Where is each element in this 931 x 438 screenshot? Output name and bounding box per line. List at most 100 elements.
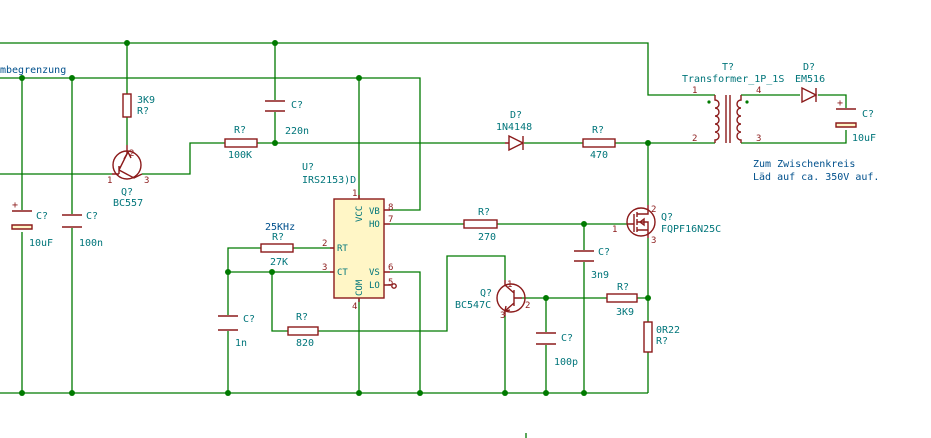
junction-dot bbox=[581, 390, 587, 396]
junction-dot bbox=[543, 390, 549, 396]
junction-dot bbox=[269, 269, 275, 275]
part-value: FQPF16N25C bbox=[661, 224, 721, 235]
ic-pin-number: 3 bbox=[322, 263, 327, 273]
ic-pin-vcc: VCC bbox=[355, 206, 365, 222]
part-value: 3K9 bbox=[137, 95, 155, 106]
part-ref: C? bbox=[243, 314, 255, 325]
part-value: 10uF bbox=[852, 133, 876, 144]
pin-number: 3 bbox=[651, 236, 656, 246]
junction-dot bbox=[225, 269, 231, 275]
diode-1n4148: D? 1N4148 bbox=[496, 110, 532, 152]
part-ref: C? bbox=[86, 211, 98, 222]
pin-number: 4 bbox=[756, 86, 761, 96]
ic-pin-lo: LO bbox=[369, 281, 380, 291]
junction-dot bbox=[272, 40, 278, 46]
pin-number: 3 bbox=[144, 176, 149, 186]
junction-dot bbox=[124, 40, 130, 46]
part-value: 270 bbox=[478, 232, 496, 243]
frequency-note: 25KHz bbox=[265, 222, 295, 233]
lo-open-pin bbox=[391, 283, 397, 289]
pin-number: 2 bbox=[651, 205, 656, 215]
capacitor-10uf-right: + C? 10uF bbox=[835, 98, 876, 144]
part-ref: D? bbox=[510, 110, 522, 121]
ic-pin-rt: RT bbox=[337, 244, 348, 254]
part-value: BC557 bbox=[113, 198, 143, 209]
part-value: 27K bbox=[270, 257, 288, 268]
part-ref: Q? bbox=[480, 288, 492, 299]
ic-pin-number: 4 bbox=[352, 302, 357, 312]
part-ref: Q? bbox=[661, 212, 673, 223]
ic-pin-number: 8 bbox=[388, 203, 393, 213]
transformer: T? Transformer_1P_1S 1 2 3 4 bbox=[682, 62, 784, 144]
junction-dot bbox=[581, 221, 587, 227]
secondary-note-line-1: Zum Zwischenkreis bbox=[753, 159, 855, 170]
ic-pin-number: 5 bbox=[388, 278, 393, 288]
partial-net-label: mbegrenzung bbox=[0, 65, 66, 76]
pin-number: 2 bbox=[129, 149, 134, 159]
resistor-0r22: 0R22 R? bbox=[643, 321, 680, 353]
resistor-100k: R? 100K bbox=[224, 125, 258, 161]
ic-pin-com: COM bbox=[355, 279, 365, 296]
wires bbox=[0, 42, 847, 394]
polarity-plus: + bbox=[837, 98, 843, 109]
resistor-820: R? 820 bbox=[287, 312, 319, 349]
junction-dot bbox=[272, 140, 278, 146]
ic-pin-number: 2 bbox=[322, 239, 327, 249]
junction-dot bbox=[225, 390, 231, 396]
resistor-270: R? 270 bbox=[463, 207, 498, 243]
junction-dot bbox=[69, 75, 75, 81]
secondary-note-line-2: Läd auf ca. 350V auf. bbox=[753, 172, 879, 183]
pin-number: 2 bbox=[525, 301, 530, 311]
ic-pin-vb: VB bbox=[369, 207, 380, 217]
part-value: 100K bbox=[228, 150, 252, 161]
pin-number: 1 bbox=[107, 176, 112, 186]
junction-dot bbox=[356, 390, 362, 396]
capacitor-3n9: C? 3n9 bbox=[574, 247, 610, 281]
part-ref: C? bbox=[598, 247, 610, 258]
pin-number: 1 bbox=[612, 225, 617, 235]
transistor-bc547c: 1 2 3 Q? BC547C bbox=[455, 280, 530, 321]
junction-dot bbox=[645, 140, 651, 146]
part-ref: C? bbox=[561, 333, 573, 344]
polarity-dot bbox=[707, 100, 711, 104]
ic-pin-vs: VS bbox=[369, 268, 380, 278]
ic-pin-number: 7 bbox=[388, 215, 393, 225]
ic-pin-ho: HO bbox=[369, 220, 380, 230]
part-ref: R? bbox=[592, 125, 604, 136]
junction-dot bbox=[19, 390, 25, 396]
part-ref: R? bbox=[272, 232, 284, 243]
part-value: 0R22 bbox=[656, 325, 680, 336]
part-ref: C? bbox=[862, 109, 874, 120]
capacitor-220n: C? 220n bbox=[265, 100, 309, 137]
part-ref: R? bbox=[234, 125, 246, 136]
resistor-27k: 25KHz R? 27K bbox=[260, 222, 295, 268]
junctions bbox=[19, 40, 651, 396]
part-value: 220n bbox=[285, 126, 309, 137]
part-value: 3K9 bbox=[616, 307, 634, 318]
part-value: 100p bbox=[554, 357, 578, 368]
part-value: EM516 bbox=[795, 74, 825, 85]
part-value: 10uF bbox=[29, 238, 53, 249]
part-value: 3n9 bbox=[591, 270, 609, 281]
part-ref: T? bbox=[722, 62, 734, 73]
junction-dot bbox=[645, 295, 651, 301]
diode-em516: D? EM516 bbox=[795, 62, 825, 104]
part-ref: C? bbox=[291, 100, 303, 111]
capacitor-10uf-left: + C? 10uF bbox=[11, 200, 53, 249]
mosfet-fqpf16n25c: 1 2 3 Q? FQPF16N25C bbox=[612, 205, 721, 246]
junction-dot bbox=[19, 75, 25, 81]
part-value: Transformer_1P_1S bbox=[682, 74, 784, 85]
ic-value: IRS2153)D bbox=[302, 175, 356, 186]
part-value: BC547C bbox=[455, 300, 491, 311]
junction-dot bbox=[69, 390, 75, 396]
part-value: 100n bbox=[79, 238, 103, 249]
part-ref: D? bbox=[803, 62, 815, 73]
ic-ref: U? bbox=[302, 162, 314, 173]
part-ref: R? bbox=[296, 312, 308, 323]
capacitor-100p: C? 100p bbox=[536, 332, 578, 368]
pin-number: 1 bbox=[507, 280, 512, 290]
part-ref: C? bbox=[36, 211, 48, 222]
junction-dot bbox=[543, 295, 549, 301]
polarity-plus: + bbox=[12, 200, 18, 211]
